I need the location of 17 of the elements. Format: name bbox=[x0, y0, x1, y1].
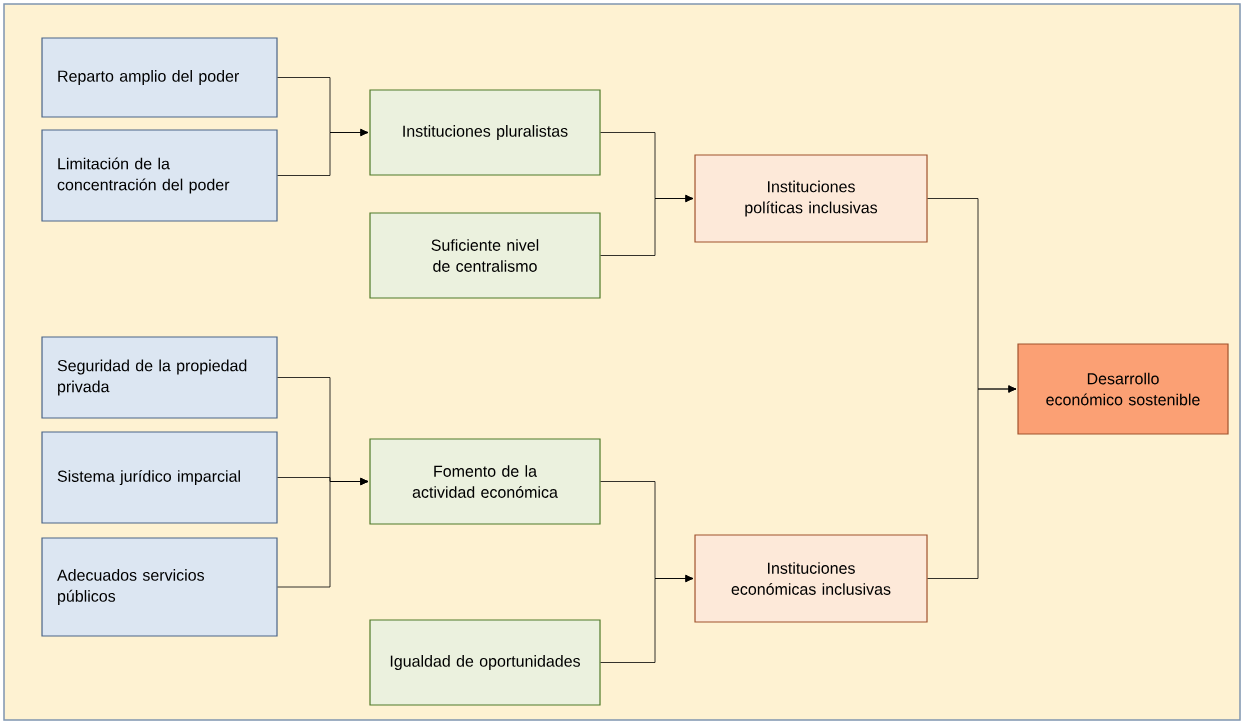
arrow bbox=[600, 194, 694, 256]
factor-box: Limitación de la concentración del poder bbox=[41, 129, 278, 222]
factor-box: Sistema jurídico imparcial bbox=[41, 431, 278, 524]
arrow bbox=[927, 385, 1017, 579]
institution-box: Instituciones económicas inclusivas bbox=[694, 534, 928, 623]
institution-box: Instituciones pluralistas bbox=[369, 89, 601, 176]
factor-box: Adecuados servicios públicos bbox=[41, 537, 278, 637]
institution-box: Suficiente nivel de centralismo bbox=[369, 212, 601, 299]
arrow bbox=[600, 574, 694, 663]
factor-box: Reparto amplio del poder bbox=[41, 37, 278, 118]
outcome-box: Desarrollo económico sostenible bbox=[1017, 343, 1229, 435]
arrow bbox=[277, 477, 369, 588]
institution-box: Fomento de la actividad económica bbox=[369, 438, 601, 525]
institution-box: Instituciones políticas inclusivas bbox=[694, 154, 928, 243]
arrow bbox=[277, 128, 369, 176]
factor-box: Seguridad de la propiedad privada bbox=[41, 336, 278, 419]
institution-box: Igualdad de oportunidades bbox=[369, 619, 601, 706]
